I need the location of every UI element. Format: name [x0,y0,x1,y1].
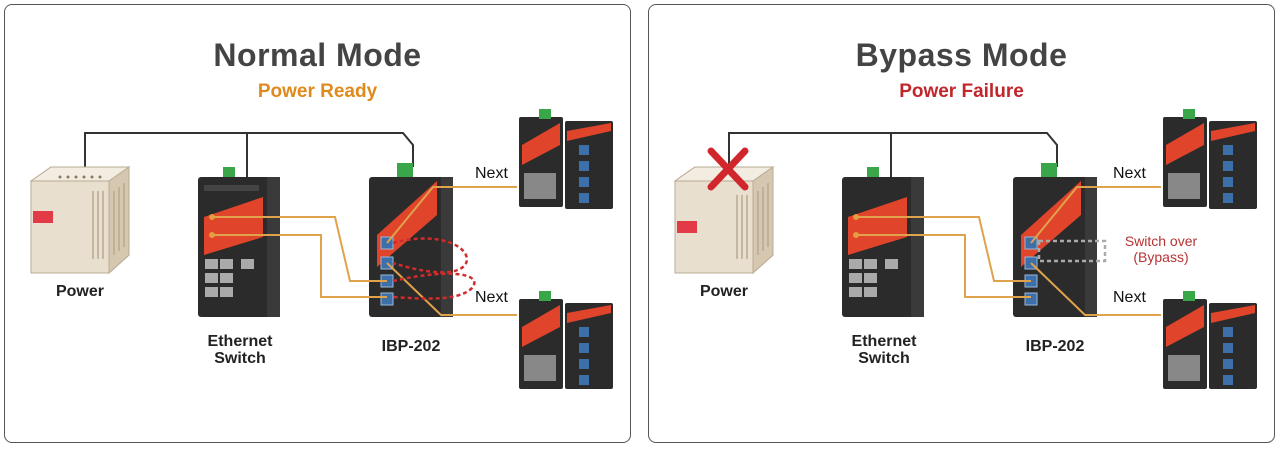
power-wire [891,132,1058,167]
bypass-device-icon [369,163,453,317]
next-label-top: Next [1113,165,1146,182]
next-label-top: Next [475,165,508,182]
switch-label: Ethernet Switch [839,333,929,367]
failure-x-icon [707,147,749,191]
switch-label: Ethernet Switch [195,333,285,367]
power-wire [728,132,892,177]
normal-mode-subtitle: Power Ready [257,81,378,102]
normal-mode-diagram [29,109,613,389]
ethernet-switch-icon [198,167,280,317]
power-supply-icon [673,166,775,275]
switch-label-line1: Ethernet [207,333,273,350]
switch-label-line1: Ethernet [851,333,917,350]
device-label: IBP-202 [381,338,441,355]
bypass-path [1037,239,1107,263]
next-label-bottom: Next [1113,289,1146,306]
power-wire [247,132,414,167]
bypass-mode-diagram [673,109,1257,389]
power-label: Power [699,283,748,300]
fiber-cable [212,186,517,316]
bypass-device-icon [1013,163,1097,317]
normal-mode-panel: Normal Mode Power Ready [4,4,631,443]
switch-label-line2: Switch [858,350,910,367]
loopback-path [392,237,476,300]
bypass-mode-title: Bypass Mode [855,37,1068,73]
network-node-icon [1163,291,1257,389]
network-node-icon [519,291,613,389]
bypass-mode-subtitle: Power Failure [899,81,1024,102]
switch-label-line2: Switch [214,350,266,367]
device-label: IBP-202 [1025,338,1085,355]
switch-over-line2: (Bypass) [1133,249,1189,265]
switch-over-line1: Switch over [1124,233,1198,249]
network-node-icon [1163,109,1257,209]
next-label-bottom: Next [475,289,508,306]
power-label: Power [55,283,104,300]
switch-over-label: Switch over (Bypass) [1111,233,1211,265]
fiber-cable [856,186,1161,316]
power-supply-icon [29,166,131,275]
normal-mode-title: Normal Mode [213,37,422,73]
network-node-icon [519,109,613,209]
power-wire [84,132,248,177]
bypass-mode-panel: Bypass Mode Power Failure [648,4,1275,443]
ethernet-switch-icon [842,167,924,317]
